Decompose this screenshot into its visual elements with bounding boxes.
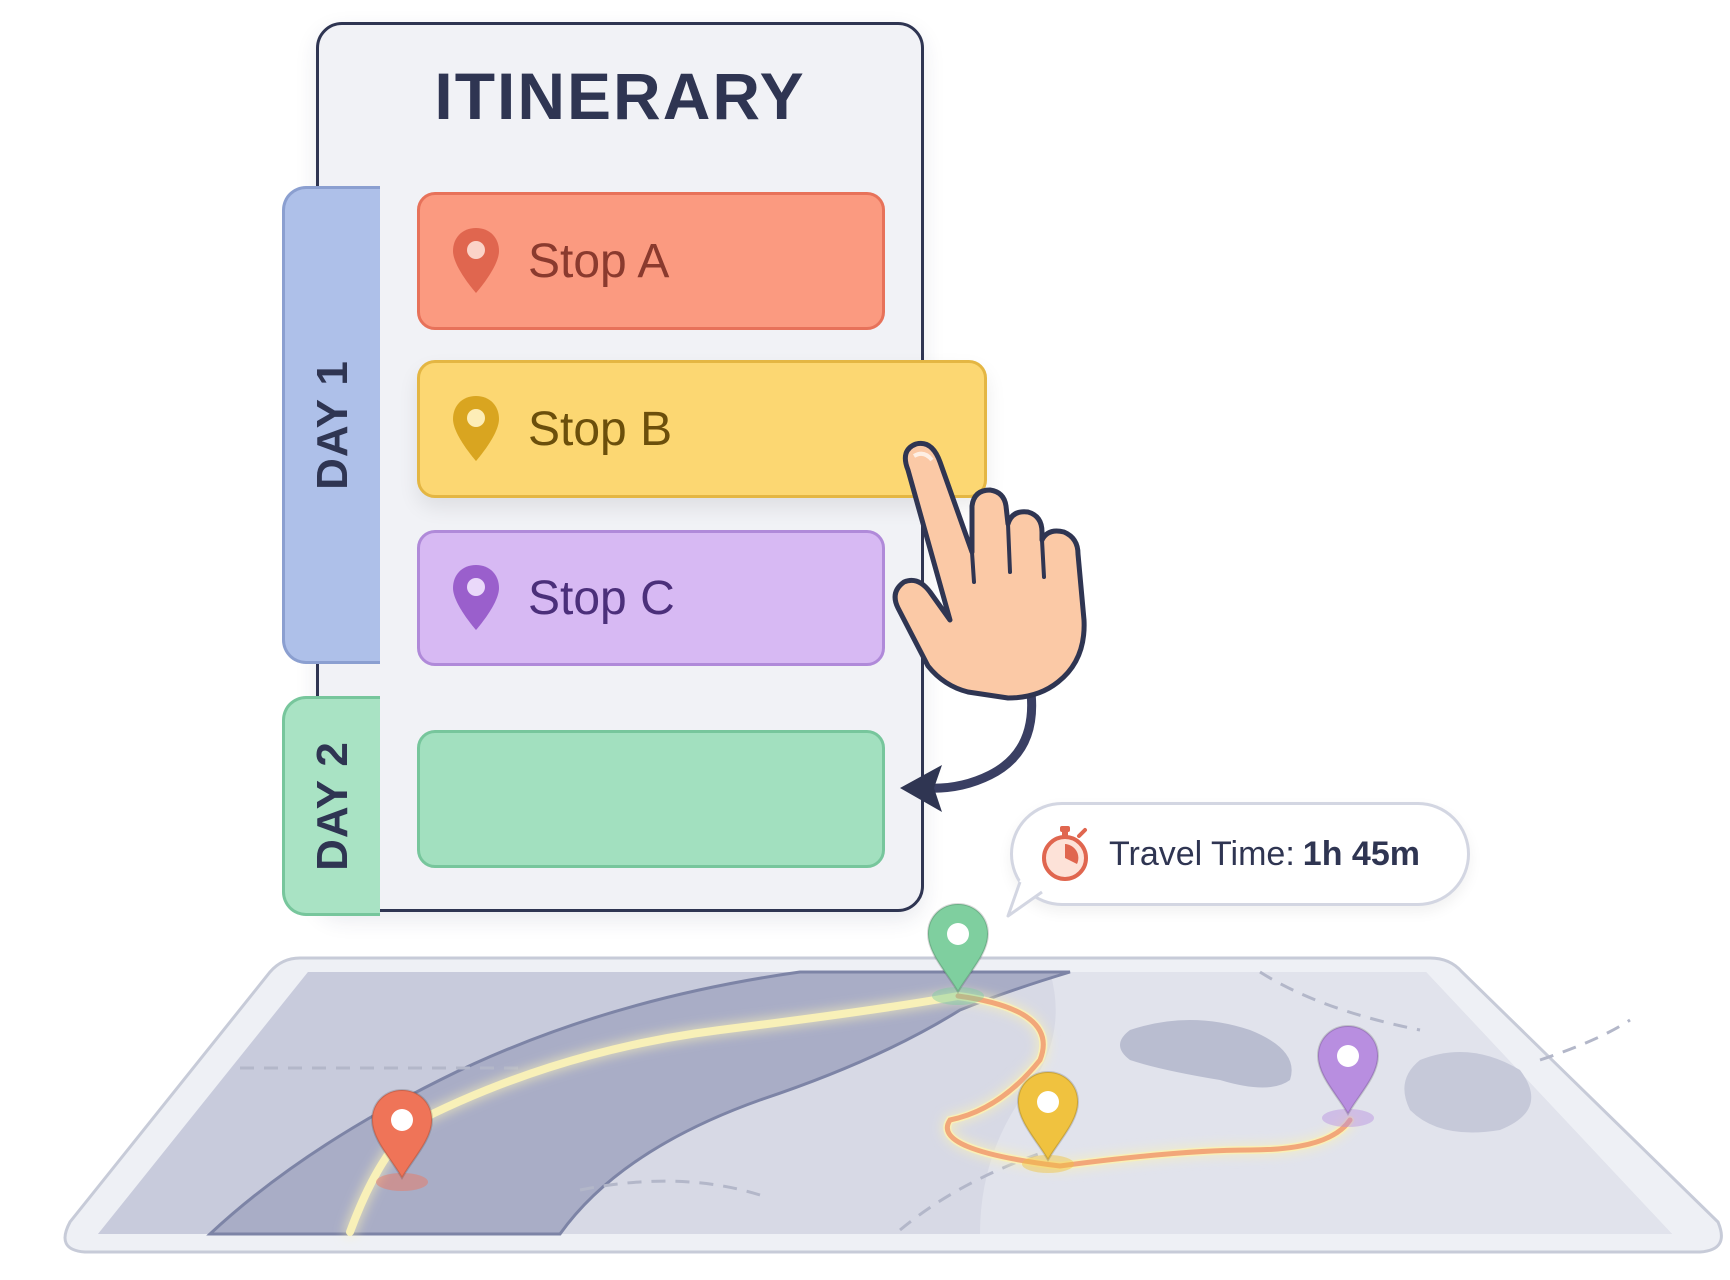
day-1-label: DAY 1 — [307, 360, 357, 490]
day-2-label: DAY 2 — [307, 741, 357, 871]
pointing-hand-icon — [892, 440, 1087, 701]
stop-a-label: Stop A — [528, 234, 670, 288]
location-pin-icon — [453, 565, 499, 630]
map-pin-day-2[interactable] — [926, 902, 990, 1005]
map-river — [206, 970, 1071, 1236]
map-pin-stop-b[interactable] — [1016, 1070, 1080, 1173]
stopwatch-icon — [1042, 826, 1088, 881]
map-pin-stop-c[interactable] — [1316, 1024, 1380, 1127]
day-2-tab[interactable]: DAY 2 — [282, 696, 380, 916]
map-lake — [1120, 1020, 1292, 1088]
day-1-tab[interactable]: DAY 1 — [282, 186, 380, 664]
day-2-drop-slot[interactable] — [417, 730, 885, 868]
travel-time-tooltip: Travel Time: 1h 45m — [1010, 802, 1470, 906]
map-pin-stop-a[interactable] — [370, 1088, 434, 1191]
location-pin-icon — [453, 396, 499, 461]
route-line-segment — [944, 993, 1353, 1169]
stop-b-label: Stop B — [528, 402, 673, 456]
stop-c-card[interactable]: Stop C — [417, 530, 885, 666]
map-road — [1259, 970, 1421, 1032]
curved-arrow-icon — [900, 680, 1037, 812]
map-lake — [1404, 1052, 1532, 1133]
travel-time-label: Travel Time: — [1109, 834, 1295, 873]
stop-c-label: Stop C — [528, 571, 675, 625]
map-road — [1539, 1018, 1631, 1062]
location-pin-icon — [453, 228, 499, 293]
itinerary-title: ITINERARY — [434, 59, 806, 133]
map-road — [899, 1148, 1051, 1232]
stop-a-card[interactable]: Stop A — [417, 192, 885, 330]
travel-time-value: 1h 45m — [1302, 834, 1420, 873]
tooltip-pointer — [1006, 880, 1044, 918]
stop-b-card-dragging[interactable]: Stop B — [417, 360, 987, 498]
